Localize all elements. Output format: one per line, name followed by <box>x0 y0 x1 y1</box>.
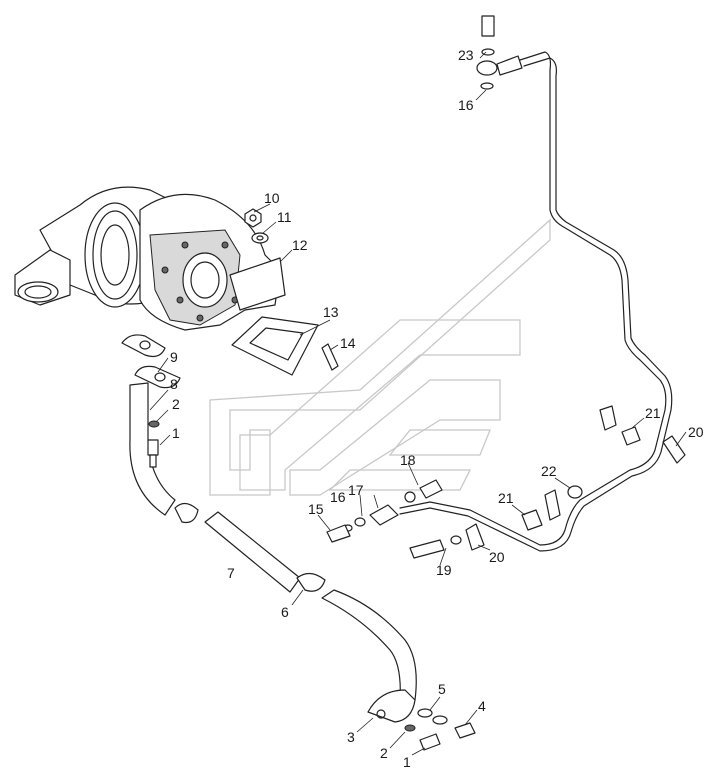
callout-14: 14 <box>340 335 356 351</box>
banjo-bolt-23 <box>481 15 495 37</box>
stud-14 <box>321 343 339 371</box>
bolt-15 <box>326 524 351 543</box>
washer-2-upper <box>148 420 160 428</box>
gasket-9 <box>134 365 181 389</box>
oring-18 <box>404 491 416 503</box>
clamp-upper <box>174 502 199 524</box>
callout-16-mid: 16 <box>330 489 346 505</box>
callout-18: 18 <box>400 452 416 468</box>
washer-16-mid <box>354 517 366 527</box>
nut-10 <box>244 208 262 228</box>
callout-2-lower: 2 <box>380 745 388 761</box>
washer-2-lower <box>404 724 416 732</box>
leader-lines <box>149 51 687 756</box>
callout-8: 8 <box>170 376 178 392</box>
bolt-1-lower <box>419 733 441 751</box>
bracket-mid <box>544 489 561 521</box>
sleeve-21-top <box>621 426 641 446</box>
bracket-20-mid <box>465 523 485 551</box>
callout-1-lower: 1 <box>403 754 411 770</box>
clamp-6 <box>296 572 326 592</box>
callout-9: 9 <box>170 349 178 365</box>
oil-feed-pipe <box>399 51 667 546</box>
callout-2-upper: 2 <box>172 396 180 412</box>
callout-17: 17 <box>348 482 364 498</box>
callout-23: 23 <box>458 47 474 63</box>
callout-5: 5 <box>438 681 446 697</box>
banjo-fitting <box>476 60 498 76</box>
bolt-1-upper <box>147 439 159 456</box>
washer-19 <box>450 535 462 545</box>
banjo-nut <box>496 55 523 76</box>
washer-5b <box>432 715 448 725</box>
gasket-13 <box>231 316 319 376</box>
sleeve-21-mid <box>521 509 543 531</box>
callout-7: 7 <box>227 565 235 581</box>
callout-11: 11 <box>277 209 292 225</box>
bracket-20-right <box>662 435 686 464</box>
callout-12: 12 <box>292 237 308 253</box>
callout-13: 13 <box>323 304 339 320</box>
oil-pipe-lower <box>321 589 417 701</box>
callout-22: 22 <box>541 463 557 479</box>
part-callouts: 10 11 12 13 14 9 8 2 1 7 6 3 2 1 5 4 23 … <box>170 47 704 770</box>
callout-4: 4 <box>478 698 486 714</box>
callout-15: 15 <box>308 501 324 517</box>
callout-21-mid: 21 <box>498 490 514 506</box>
bolt-19 <box>409 539 445 559</box>
callout-20-mid: 20 <box>489 549 505 565</box>
bracket-21-top <box>599 405 617 431</box>
gasket-upper <box>121 334 166 358</box>
callout-16-top: 16 <box>458 97 474 113</box>
bolt-4 <box>454 722 476 739</box>
pipe-flange-3 <box>367 689 416 723</box>
hose-7 <box>204 511 301 593</box>
washer-16-top <box>480 82 494 90</box>
union-17 <box>369 504 399 526</box>
callout-6: 6 <box>281 604 289 620</box>
callout-21-top: 21 <box>645 405 661 421</box>
watermark-logo <box>209 218 551 496</box>
sleeve-22 <box>567 485 583 499</box>
callout-1-upper: 1 <box>172 425 180 441</box>
sleeve-18 <box>419 479 443 499</box>
callout-20-right: 20 <box>688 424 704 440</box>
washer-5a <box>417 708 433 718</box>
flange-12 <box>229 257 286 311</box>
callout-19: 19 <box>436 562 452 578</box>
washer-11 <box>251 232 269 244</box>
callout-10: 10 <box>264 190 280 206</box>
callout-3: 3 <box>347 729 355 745</box>
